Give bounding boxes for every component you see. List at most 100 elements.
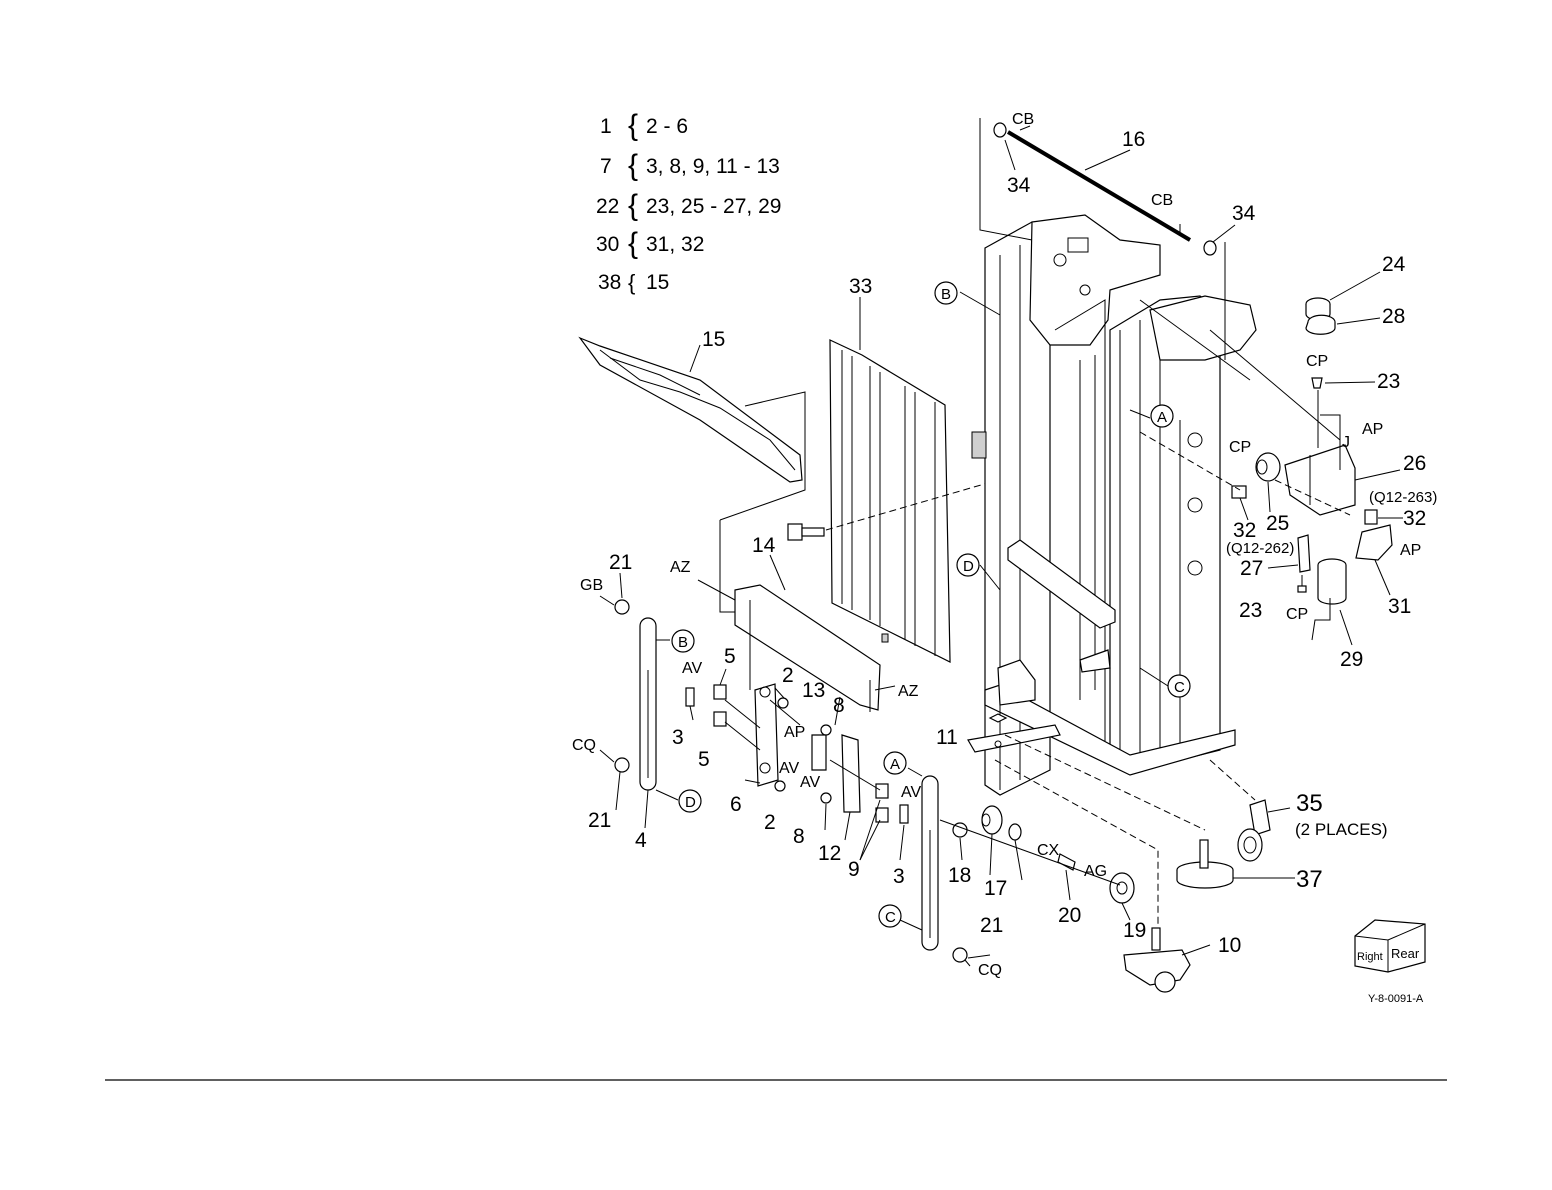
callout-2-bottom: 2: [764, 811, 776, 834]
code-cq-bottom: CQ: [978, 962, 1002, 979]
code-ap-top: AP: [1362, 421, 1383, 438]
marker-b-rail: B: [678, 634, 688, 651]
callout-33: 33: [849, 275, 872, 298]
callout-23-bottom: 23: [1239, 599, 1262, 622]
callout-4: 4: [635, 829, 647, 852]
callout-19: 19: [1123, 919, 1146, 942]
code-av-left: AV: [682, 660, 702, 677]
code-av-right: AV: [901, 784, 921, 801]
callout-5-top: 5: [724, 645, 736, 668]
kit-1-parent: 1: [600, 115, 612, 138]
left-lower-parts-drawing: [614, 599, 909, 824]
callout-32-right: 32: [1403, 507, 1426, 530]
kit-30-brace: {: [628, 227, 638, 260]
callout-12: 12: [818, 842, 841, 865]
fastener-codes: CB CB CP AP J CP AP CP GB AZ AZ AV AV AV…: [572, 111, 1421, 979]
callout-35: 35: [1296, 790, 1323, 817]
code-gb: GB: [580, 577, 603, 594]
code-av-mid: AV: [779, 760, 799, 777]
callout-8-top: 8: [833, 694, 845, 717]
callout-8-bottom: 8: [793, 825, 805, 848]
ref-q12-263: (Q12-263): [1369, 489, 1437, 506]
code-cq-left: CQ: [572, 737, 596, 754]
marker-a-rail: A: [890, 756, 900, 773]
code-cp-bottom: CP: [1286, 606, 1308, 623]
figure-id: Y-8-0091-A: [1368, 993, 1424, 1005]
callout-26: 26: [1403, 452, 1426, 475]
callout-34-right: 34: [1232, 202, 1256, 225]
kit-1-contents: 2 - 6: [646, 115, 688, 138]
solenoid-assembly-drawing: [1139, 297, 1393, 641]
kit-38-contents: 15: [646, 271, 669, 294]
marker-b-top: B: [941, 286, 951, 303]
kit-22-parent: 22: [596, 195, 619, 218]
kit-legend: 1 { 2 - 6 7 { 3, 8, 9, 11 - 13 22 { 23, …: [596, 109, 781, 295]
ref-2-places: (2 PLACES): [1295, 820, 1388, 839]
callout-29: 29: [1340, 648, 1363, 671]
code-ap-right: AP: [1400, 542, 1421, 559]
code-cx: CX: [1037, 842, 1060, 859]
view-label-right: Right: [1357, 951, 1383, 963]
callout-16: 16: [1122, 128, 1145, 151]
part-14-bracket-drawing: [719, 520, 881, 712]
callout-5-bottom: 5: [698, 748, 710, 771]
part-33-panel-drawing: [829, 339, 951, 663]
callout-27: 27: [1240, 557, 1263, 580]
callout-17: 17: [984, 877, 1007, 900]
orientation-view-cube: Right Rear: [1354, 919, 1426, 973]
callout-21-left: 21: [588, 809, 611, 832]
kit-38-brace: {: [628, 270, 635, 295]
callout-21-top: 21: [609, 551, 632, 574]
code-cb-shaft: CB: [1151, 192, 1173, 209]
callout-11: 11: [936, 726, 958, 749]
callout-31: 31: [1388, 595, 1411, 618]
reference-notes: (Q12-262) (Q12-263) (2 PLACES): [1226, 489, 1437, 839]
callout-3-right: 3: [893, 865, 905, 888]
callout-37: 37: [1296, 866, 1323, 893]
marker-d-frame: D: [963, 558, 974, 575]
callout-28: 28: [1382, 305, 1405, 328]
callout-10: 10: [1218, 934, 1241, 957]
kit-1-brace: {: [628, 109, 638, 142]
callout-3-left: 3: [672, 726, 684, 749]
callout-20: 20: [1058, 904, 1081, 927]
code-az-left: AZ: [670, 559, 691, 576]
code-ag: AG: [1084, 863, 1107, 880]
callout-13: 13: [802, 679, 825, 702]
marker-c-frame: C: [1174, 679, 1185, 696]
callout-18: 18: [948, 864, 971, 887]
code-cb-top: CB: [1012, 111, 1034, 128]
callout-2-top: 2: [782, 664, 794, 687]
callout-23-top: 23: [1377, 370, 1400, 393]
ref-q12-262: (Q12-262): [1226, 540, 1294, 557]
part-34-collar-right-drawing: [1203, 240, 1217, 256]
kit-7-brace: {: [628, 149, 638, 182]
callout-24: 24: [1382, 253, 1406, 276]
callout-25: 25: [1266, 512, 1289, 535]
kit-30-parent: 30: [596, 233, 619, 256]
kit-38-parent: 38: [598, 271, 621, 294]
marker-a-top: A: [1157, 409, 1167, 426]
part-number-callouts: 34 16 34 24 28 23 26 32 25 32 27 23 31 2…: [588, 128, 1426, 957]
part-15-cover-drawing: [578, 336, 806, 521]
code-cp-top: CP: [1306, 353, 1328, 370]
main-frame-drawing: [967, 214, 1257, 796]
code-j: J: [1342, 434, 1350, 451]
kit-7-parent: 7: [600, 155, 612, 178]
view-label-rear: Rear: [1391, 946, 1420, 961]
center-lower-parts-drawing: [921, 734, 1271, 993]
panel-screw-drawing: [787, 477, 1006, 541]
code-av-lower: AV: [800, 774, 820, 791]
marker-d-rail: D: [685, 794, 696, 811]
kit-22-contents: 23, 25 - 27, 29: [646, 195, 781, 218]
code-ap-left: AP: [784, 724, 805, 741]
callout-9: 9: [848, 858, 860, 881]
connection-markers: B A D C B D A C: [671, 281, 1191, 928]
kit-30-contents: 31, 32: [646, 233, 704, 256]
part-34-collar-left-drawing: [993, 122, 1007, 138]
code-az-right: AZ: [898, 683, 919, 700]
callout-34-left: 34: [1007, 174, 1031, 197]
callout-32-left: 32: [1233, 519, 1256, 542]
kit-22-brace: {: [628, 189, 638, 222]
